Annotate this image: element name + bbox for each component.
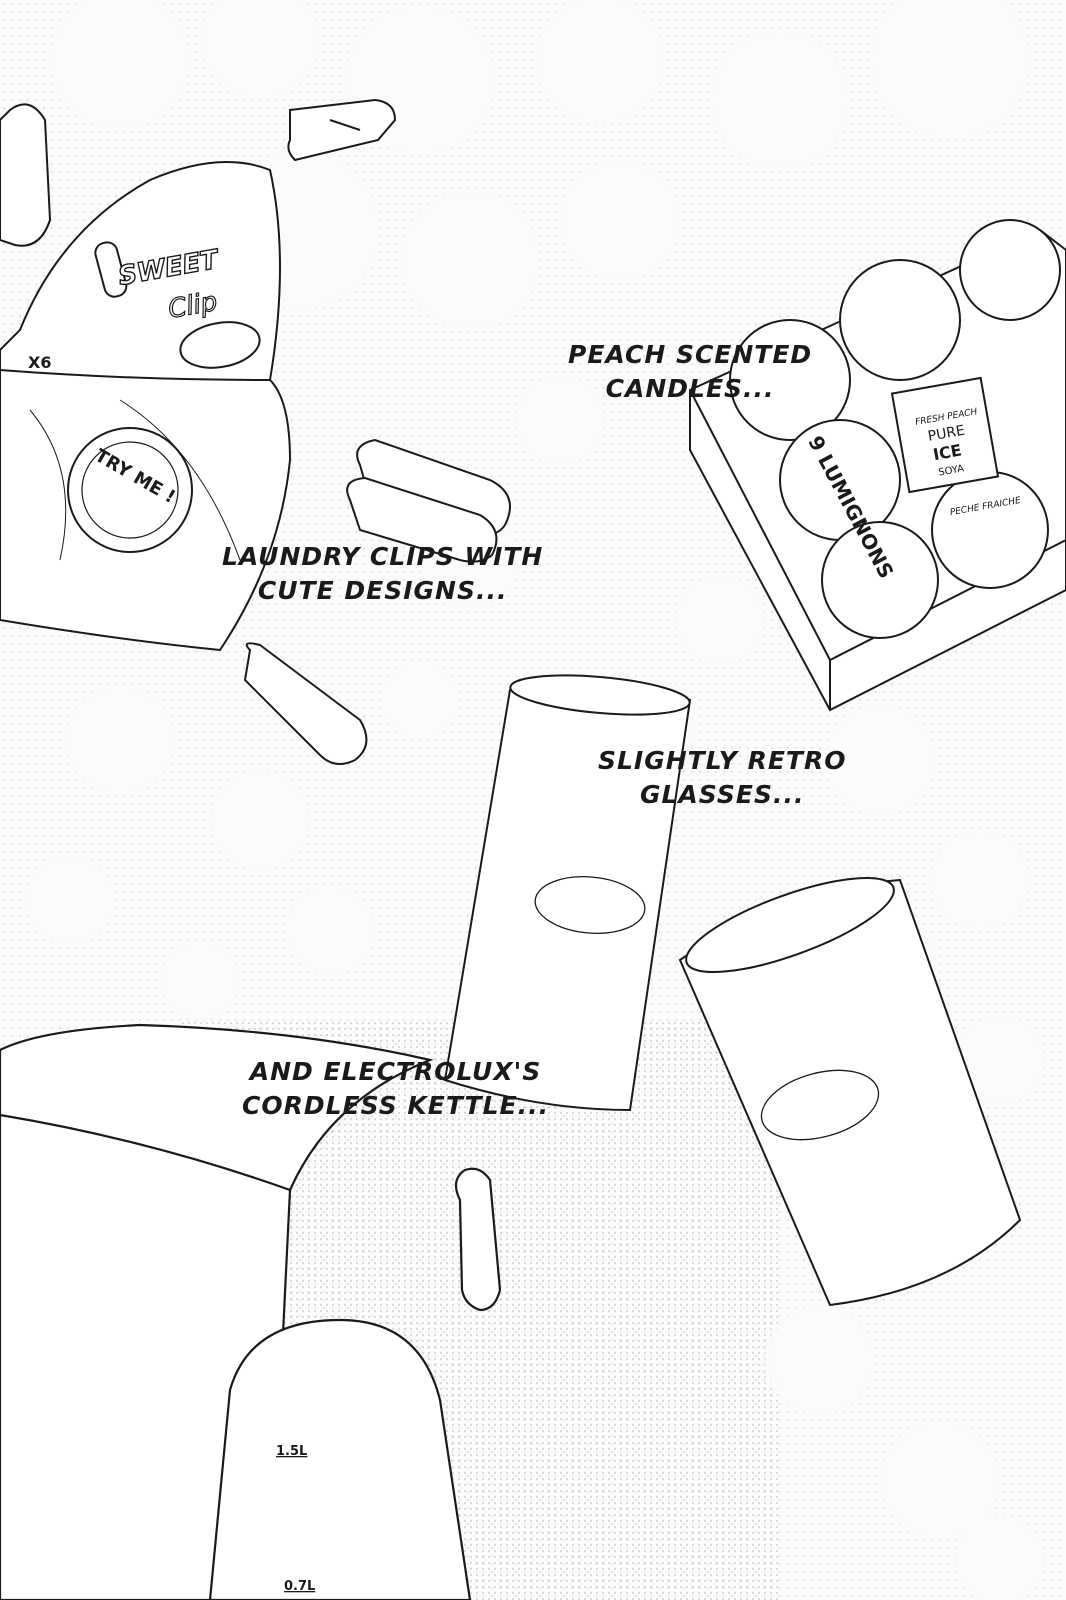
caption-glasses-line-2: GLASSES... <box>639 780 805 809</box>
candle-label-pure: PURE <box>927 423 966 445</box>
caption-clips-line-1: LAUNDRY CLIPS WITH <box>222 542 544 571</box>
candle-box <box>689 219 1066 712</box>
caption-candles-line-1: PEACH SCENTED <box>568 340 813 369</box>
caption-clips-line-2: CUTE DESIGNS... <box>257 576 508 605</box>
laundry-clip-top <box>287 98 397 162</box>
laundry-clip-package <box>0 161 292 652</box>
retro-glass-right <box>678 876 1022 1307</box>
kettle-mark-low: 0.7L <box>284 1579 315 1594</box>
caption-clips: LAUNDRY CLIPS WITH CUTE DESIGNS... <box>222 540 543 608</box>
cordless-kettle <box>0 1023 502 1600</box>
laundry-clip-bottom <box>243 642 368 765</box>
kettle-mark-high: 1.5L <box>276 1444 307 1459</box>
caption-candles: PEACH SCENTED CANDLES... <box>568 338 812 406</box>
caption-kettle-line-1: AND ELECTROLUX'S <box>249 1057 542 1086</box>
candle-label-soya: SOYA <box>938 463 966 478</box>
caption-glasses: SLIGHTLY RETRO GLASSES... <box>598 744 846 812</box>
laundry-clip-pair <box>346 438 511 563</box>
package-count: X6 <box>28 353 51 372</box>
caption-candles-line-2: CANDLES... <box>605 374 775 403</box>
caption-kettle: AND ELECTROLUX'S CORDLESS KETTLE... <box>242 1055 549 1123</box>
candle-label-ice: ICE <box>932 441 963 465</box>
caption-kettle-line-2: CORDLESS KETTLE... <box>242 1091 550 1120</box>
retro-glass-left <box>443 674 692 1112</box>
caption-glasses-line-1: SLIGHTLY RETRO <box>598 746 847 775</box>
laundry-clip-left-edge <box>0 103 52 247</box>
